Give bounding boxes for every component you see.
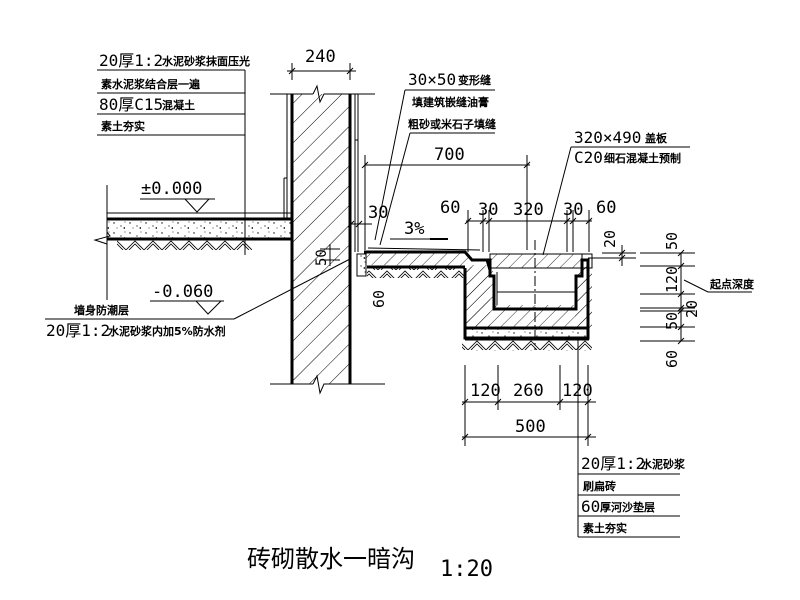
damp-proof-callout: -0.060 墙身防潮层 20厚1:2 水泥砂浆内加5%防水剂 [45,258,351,340]
start-depth-callout: 起点深度 [683,277,755,293]
channel-layer-3-text: 厚河沙垫层 [600,500,655,514]
floor-layer-4-text: 素土夯实 [101,119,145,133]
bottom-dim-260: 260 [513,381,544,401]
channel-layer-1-prefix: 20厚1:2 [581,454,645,473]
floor-layer-1-prefix: 20厚1:2 [99,51,163,70]
apron-60-label: 60 [370,290,388,308]
cover-material-label: 细石混凝土预制 [604,151,681,165]
gap-dimension: 30 [347,203,388,228]
gap-label: 30 [368,203,388,223]
damp-elevation-label: -0.060 [152,282,213,302]
cover-grade-label: C20 [574,148,603,167]
channel-layer-1-text: 水泥砂浆 [641,457,686,471]
floor-layers-callout: 20厚1:2 水泥砂浆抹面压光 素水泥浆结合层一遍 80厚C15 混凝土 素土夯… [97,51,250,255]
top-dim-30-right: 30 [563,200,583,220]
joint-sand-label: 粗砂或米石子填缝 [408,117,496,131]
right-dim-20: 20 [683,300,701,318]
channel-layers-callout: 20厚1:2 水泥砂浆 刷扁砖 60 厚河沙垫层 素土夯实 [577,340,686,538]
wall-damp-dim: 50 [314,244,340,266]
title-scale: 1:20 [440,557,493,582]
right-dim-50-bottom: 50 [663,312,681,330]
slope-indicator: 3% [390,219,448,240]
floor-layer-2-text: 素水泥浆结合层一遍 [101,77,201,91]
channel-bottom-dimensions: 120 260 120 500 [461,365,596,446]
wall-width-dimension: 240 [287,47,356,80]
cover-size-label: 320×490 [574,128,641,147]
channel-layer-2-text: 刷扁砖 [583,479,616,493]
damp-note-prefix: 20厚1:2 [46,321,110,340]
slope-label: 3% [404,219,424,239]
channel-layer-4-text: 素土夯实 [583,521,627,535]
bottom-dim-120-left: 120 [470,381,501,401]
cover-thickness-dim: 20 [588,230,636,266]
right-dim-50-top: 50 [663,232,681,250]
channel-top-dimensions: 60 30 320 30 60 [440,198,616,252]
start-depth-label: 起点深度 [709,277,755,291]
cover-callout: 320×490 盖板 C20 细石混凝土预制 [542,128,690,256]
brick-wall [270,84,385,395]
floor-layer-1-text: 水泥砂浆抹面压光 [162,54,250,68]
top-dim-30-left: 30 [478,200,498,220]
floor-elevation-marker: ±0.000 [140,179,215,213]
cover-type-label: 盖板 [645,131,668,145]
wall-50-label: 50 [314,249,330,266]
top-dim-60-left: 60 [440,198,460,218]
interior-floor-slab [93,185,292,260]
apron-width-dimension: 700 [361,145,531,250]
joint-type-label: 变形缝 [458,73,491,87]
joint-callout: 30×50 变形缝 填建筑嵌缝油膏 粗砂或米石子填缝 [374,70,496,246]
damp-note-text: 水泥砂浆内加5%防水剂 [108,324,226,338]
damp-layer-label: 墙身防潮层 [74,303,129,317]
drain-channel [462,240,593,351]
joint-size-label: 30×50 [408,70,456,89]
apron-width-label: 700 [434,145,465,165]
joint-fill-label: 填建筑嵌缝油膏 [412,95,489,109]
right-dim-60: 60 [663,350,681,368]
floor-elevation-label: ±0.000 [141,179,202,199]
bottom-dim-500: 500 [515,417,546,437]
drawing-title: 砖砌散水一暗沟 1:20 [247,545,493,582]
title-text: 砖砌散水一暗沟 [247,545,415,573]
wall-width-label: 240 [305,47,336,67]
top-dim-60-right: 60 [596,198,616,218]
apron-slab [356,247,492,278]
right-dim-120: 120 [663,266,681,293]
floor-layer-3-text: 混凝土 [162,98,195,112]
channel-layer-3-prefix: 60 [581,497,600,516]
bottom-dim-120-right: 120 [562,381,593,401]
depth-dimensions: 50 120 20 50 60 [640,232,701,368]
cover-20-label: 20 [601,230,619,248]
floor-layer-3-prefix: 80厚C15 [99,95,163,114]
top-dim-320: 320 [513,200,544,220]
